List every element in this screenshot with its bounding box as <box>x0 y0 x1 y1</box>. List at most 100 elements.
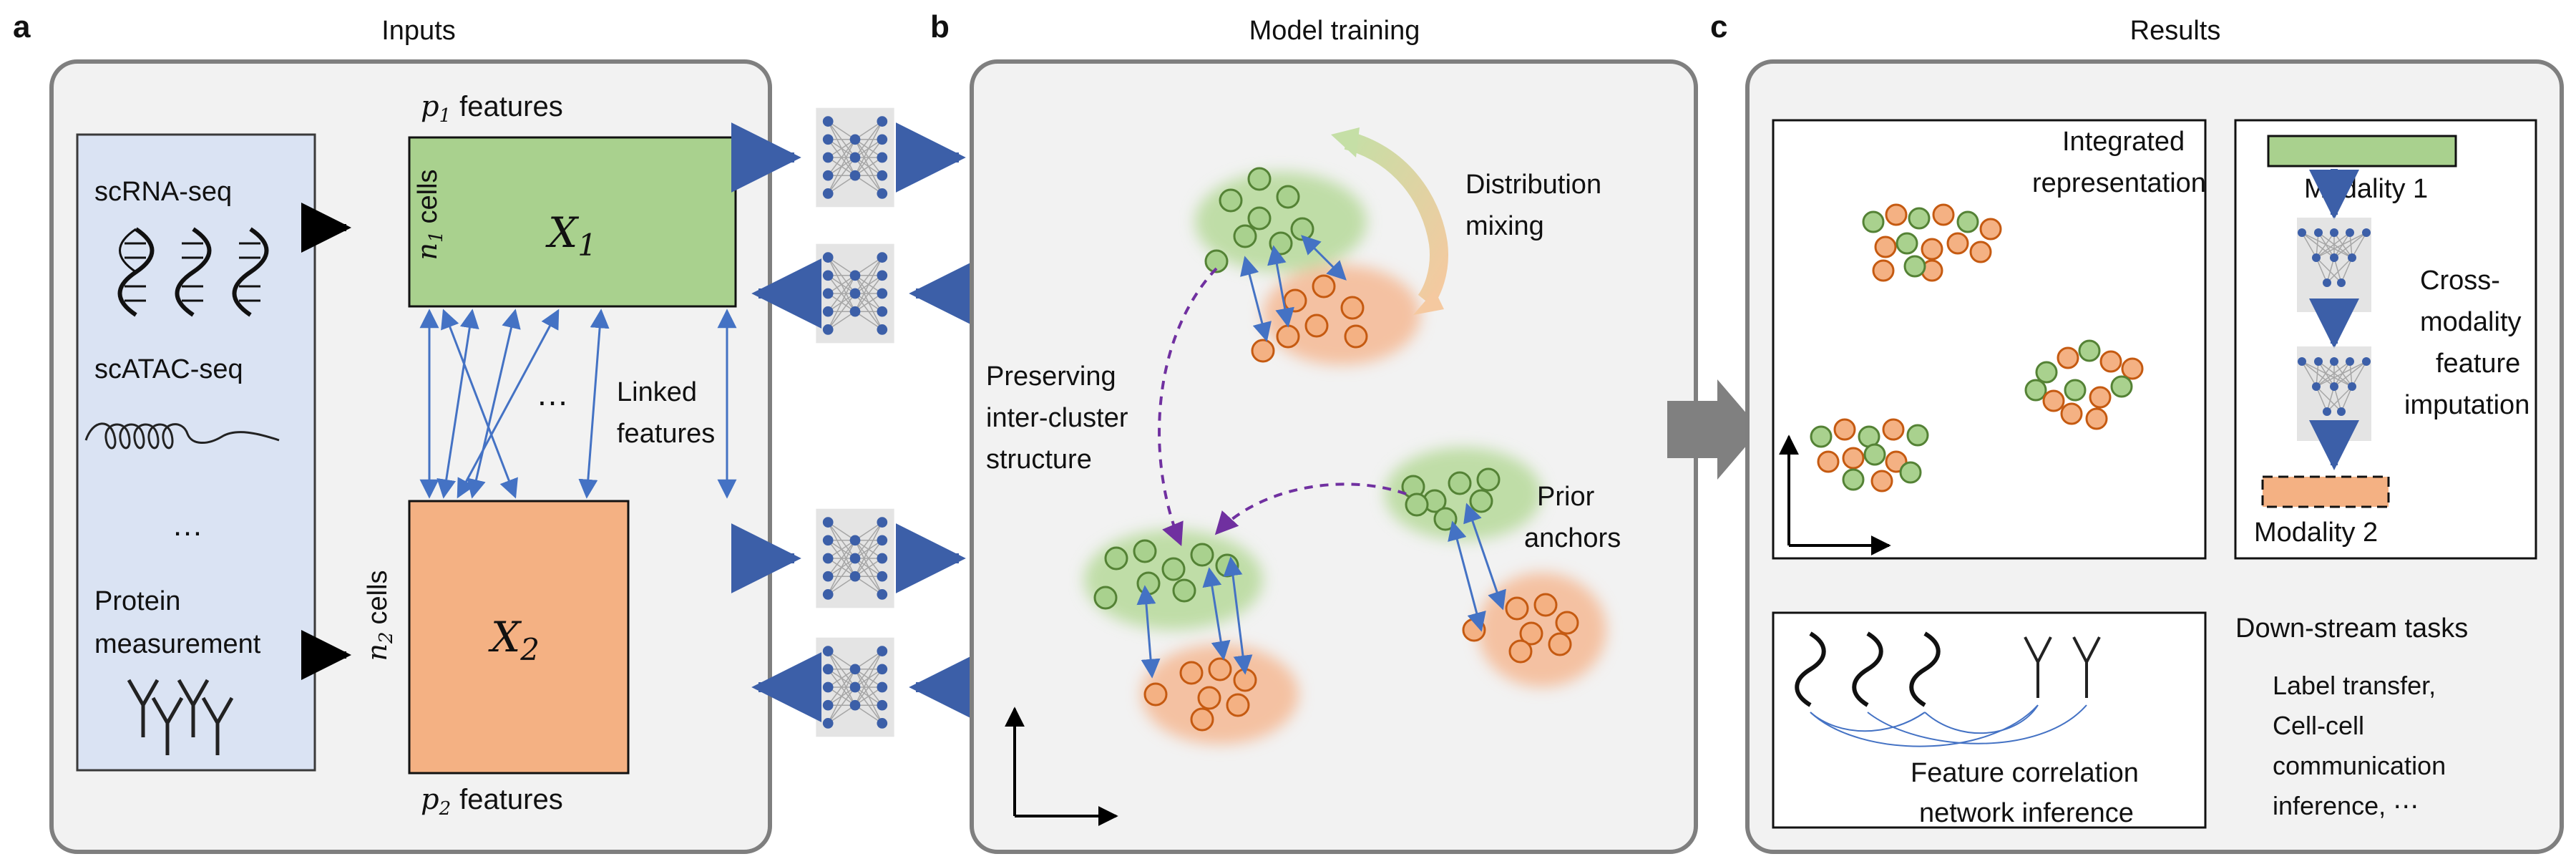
cell-dot <box>1179 661 1204 685</box>
cell-dot <box>1251 339 1275 363</box>
neural-network-icon <box>816 107 894 208</box>
cell-dot <box>1842 468 1865 491</box>
cell-dot <box>1448 471 1472 495</box>
prior-anchors-line2: anchors <box>1524 523 1621 553</box>
n2-cells-label: n2cells <box>361 570 397 661</box>
downstream-item-1: Label transfer, <box>2273 671 2436 700</box>
cell-dot <box>1233 224 1257 248</box>
neural-network-icon <box>816 243 894 344</box>
feature-links <box>419 309 737 499</box>
cell-dot <box>1283 288 1307 313</box>
modality-ellipsis: … <box>172 508 203 543</box>
cell-dot <box>1874 236 1897 258</box>
cell-dot <box>2057 346 2079 369</box>
dna-icon <box>175 227 212 317</box>
cell-dot <box>2089 386 2112 409</box>
modalities-box <box>76 133 316 772</box>
cell-dot <box>1190 543 1214 567</box>
cell-dot <box>2078 339 2101 362</box>
panel-b: b Model training Distribution mixing Pre… <box>930 9 1698 854</box>
cell-dot <box>1932 203 1955 226</box>
dna-icon <box>232 227 269 317</box>
modality2-label: Modality 2 <box>2254 518 2378 548</box>
anchor-arrow <box>1202 567 1231 661</box>
downstream-title: Down-stream tasks <box>2235 613 2468 644</box>
cell-dot <box>1872 259 1895 282</box>
dna-icons <box>117 227 269 317</box>
cell-dot <box>1899 461 1922 484</box>
correlation-antibody-icons <box>2024 636 2101 698</box>
cross-modality-line2: modality <box>2420 307 2522 337</box>
cell-dot <box>1093 586 1118 610</box>
linked-features-line1: Linked <box>617 377 697 407</box>
integrated-cells <box>1810 203 2144 492</box>
cell-dot <box>2064 379 2087 402</box>
cell-dot <box>1208 657 1232 681</box>
matrix-x2 <box>408 500 630 775</box>
distribution-mixing-line1: Distribution <box>1465 170 1601 200</box>
feature-correlation-box <box>1772 611 2207 829</box>
cell-dot <box>1469 489 1493 513</box>
panel-label-c: c <box>1710 9 1727 44</box>
neural-network-icon <box>2297 346 2371 441</box>
cell-dot <box>2110 375 2133 398</box>
panel-title-inputs: Inputs <box>381 16 456 46</box>
cell-dot <box>1862 210 1885 233</box>
panel-c: c Results Integrated representation Moda… <box>1710 9 2564 854</box>
cell-dot <box>1956 210 1979 233</box>
inter-cluster-dashed-arc-1 <box>1158 267 1218 546</box>
cell-dot <box>1555 611 1579 635</box>
modality-measurement: measurement <box>94 629 261 659</box>
cell-dot <box>1197 686 1221 710</box>
cell-dot <box>2042 389 2065 412</box>
cell-dot <box>1276 324 1300 349</box>
mixing-arrowhead-top <box>1331 127 1360 157</box>
imputation-decoder-network <box>2297 346 2371 441</box>
training-cells <box>1093 167 1579 732</box>
cell-dot <box>1882 418 1905 441</box>
distribution-mixing-arc <box>1344 131 1448 307</box>
cell-dot <box>1533 593 1558 617</box>
encoder-decoder-networks <box>731 107 980 737</box>
feature-correlation-line1: Feature correlation <box>1911 758 2139 788</box>
cell-dot <box>1903 255 1926 278</box>
mixing-arrowhead-bottom <box>1413 290 1444 315</box>
neural-network-icon <box>816 637 894 737</box>
training-axes <box>1005 707 1118 826</box>
cell-dot <box>1863 443 1886 466</box>
cell-dot <box>1104 546 1128 571</box>
cell-dot <box>2024 379 2047 402</box>
matrix-x1-label: X1 <box>545 208 597 263</box>
cell-dot <box>1476 467 1501 492</box>
downstream-item-3: communication <box>2273 751 2446 780</box>
chromatin-icon <box>84 422 280 450</box>
panel-title-model-training: Model training <box>1249 16 1420 46</box>
cell-dot <box>1817 450 1840 473</box>
cell-dot <box>1519 621 1543 646</box>
cell-dot <box>1508 639 1533 664</box>
cell-dot <box>1896 232 1918 255</box>
panel-a: a Inputs scRNA-seq <box>13 9 772 854</box>
preserving-line3: structure <box>986 445 1092 475</box>
cell-dot <box>1946 232 1969 255</box>
cross-modality-line4: imputation <box>2404 390 2529 420</box>
cell-dot <box>1405 492 1429 517</box>
neural-network-icon <box>816 508 894 608</box>
cell-dot <box>2121 357 2144 380</box>
cell-dot <box>1462 618 1486 642</box>
anchor-arrow <box>1448 520 1486 632</box>
cell-dot <box>1204 249 1229 273</box>
dna-icon <box>117 227 155 317</box>
modality1-label: Modality 1 <box>2304 174 2428 204</box>
cell-dot <box>1143 682 1168 707</box>
prior-anchors-line1: Prior <box>1537 482 1595 512</box>
correlation-edges <box>1810 704 2087 747</box>
cell-dot <box>1344 324 1368 349</box>
modality2-bar <box>2261 475 2390 508</box>
cell-dot <box>2099 350 2122 373</box>
imputation-encoder-network <box>2297 218 2371 312</box>
cell-dot <box>1215 553 1239 578</box>
cell-dot <box>1979 218 2002 241</box>
